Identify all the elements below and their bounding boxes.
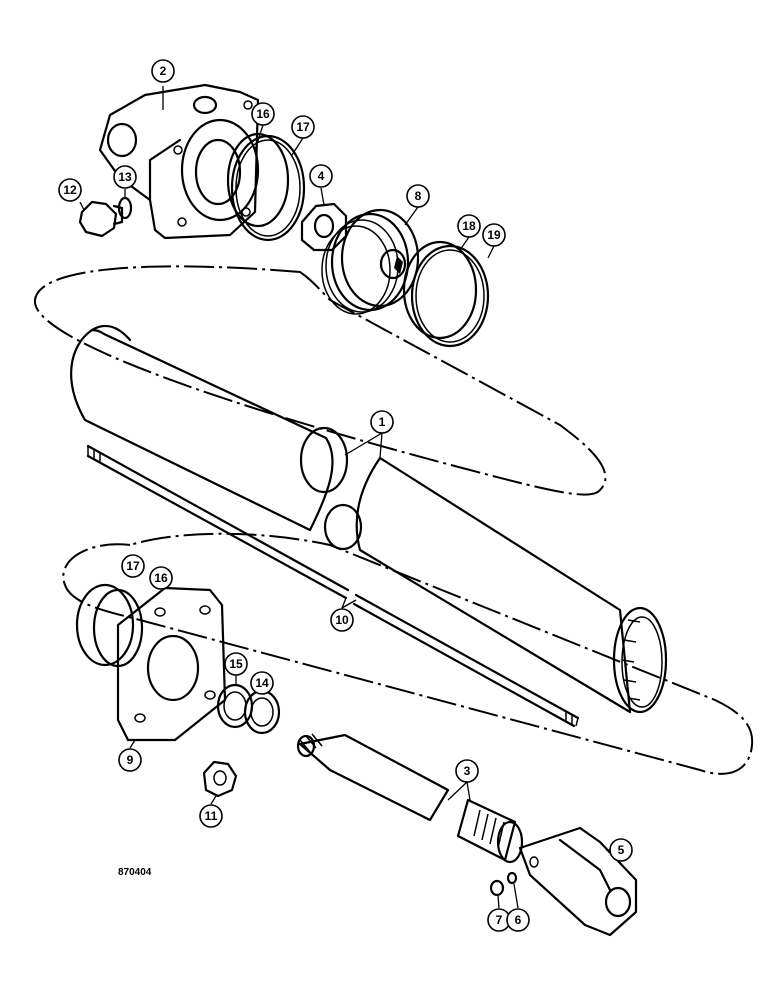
callout-11: 11 (199, 804, 223, 828)
callout-label: 1 (379, 415, 386, 429)
backup-ring-16-bottom (92, 588, 144, 668)
callout-label: 14 (255, 676, 269, 690)
callout-label: 9 (127, 753, 134, 767)
cylinder-barrel (70, 324, 668, 714)
callout-label: 15 (229, 657, 243, 671)
figure-number: 870404 (118, 867, 152, 878)
group-outline (33, 265, 607, 496)
callout-12: 12 (58, 178, 82, 202)
callout-label: 8 (415, 189, 422, 203)
callout-label: 16 (154, 571, 168, 585)
callout-label: 17 (126, 559, 140, 573)
callout-3: 3 (455, 759, 479, 783)
backup-ring-17-top-inner (235, 139, 301, 237)
nut-11 (202, 760, 238, 798)
clevis-5 (518, 826, 638, 937)
o-ring-16-top (226, 132, 290, 228)
callout-label: 12 (63, 183, 77, 197)
callout-label: 5 (618, 843, 625, 857)
rod-seal-15-inner (223, 691, 247, 721)
seal-19-inner (415, 249, 485, 343)
piston-rod (296, 733, 524, 864)
head-end-cap (116, 586, 227, 742)
callout-5: 5 (609, 838, 633, 862)
wiper-14-inner (250, 697, 274, 727)
callout-4: 4 (309, 164, 333, 188)
callout-label: 19 (487, 228, 501, 242)
callout-17-top: 17 (291, 115, 315, 139)
callout-9: 9 (118, 748, 142, 772)
callout-label: 10 (335, 613, 349, 627)
o-ring-17-bottom (75, 583, 135, 667)
callout-2: 2 (151, 59, 175, 83)
backup-ring-17-top (230, 134, 306, 242)
seal-19 (410, 244, 490, 348)
callout-17-bottom: 17 (121, 554, 145, 578)
rod-end-cap (98, 83, 260, 240)
group-outline-lower (62, 532, 754, 775)
leader-lines (79, 86, 621, 909)
callout-label: 17 (296, 120, 310, 134)
set-screw-7 (489, 879, 505, 897)
callout-8: 8 (406, 184, 430, 208)
callout-6: 6 (506, 908, 530, 932)
plug-12 (78, 200, 124, 238)
callout-15: 15 (224, 652, 248, 676)
callout-10: 10 (330, 608, 354, 632)
callout-18: 18 (457, 214, 481, 238)
callout-label: 3 (464, 764, 471, 778)
callout-13: 13 (113, 165, 137, 189)
callout-label: 7 (496, 913, 503, 927)
seal-18 (402, 240, 478, 340)
tie-rod (86, 444, 580, 728)
callout-16-top: 16 (251, 102, 275, 126)
callout-19: 19 (482, 223, 506, 247)
callout-14: 14 (250, 671, 274, 695)
lock-nut-4 (300, 202, 348, 252)
callout-label: 11 (205, 809, 218, 823)
callout-16-bottom: 16 (149, 566, 173, 590)
callout-label: 13 (118, 170, 132, 184)
callout-label: 18 (462, 219, 476, 233)
piston-8 (321, 208, 420, 315)
callout-label: 6 (515, 913, 522, 927)
callout-label: 16 (256, 107, 270, 121)
callout-label: 4 (318, 169, 325, 183)
ball-6 (506, 871, 518, 885)
callout-label: 2 (160, 64, 167, 78)
callout-1: 1 (370, 410, 394, 434)
